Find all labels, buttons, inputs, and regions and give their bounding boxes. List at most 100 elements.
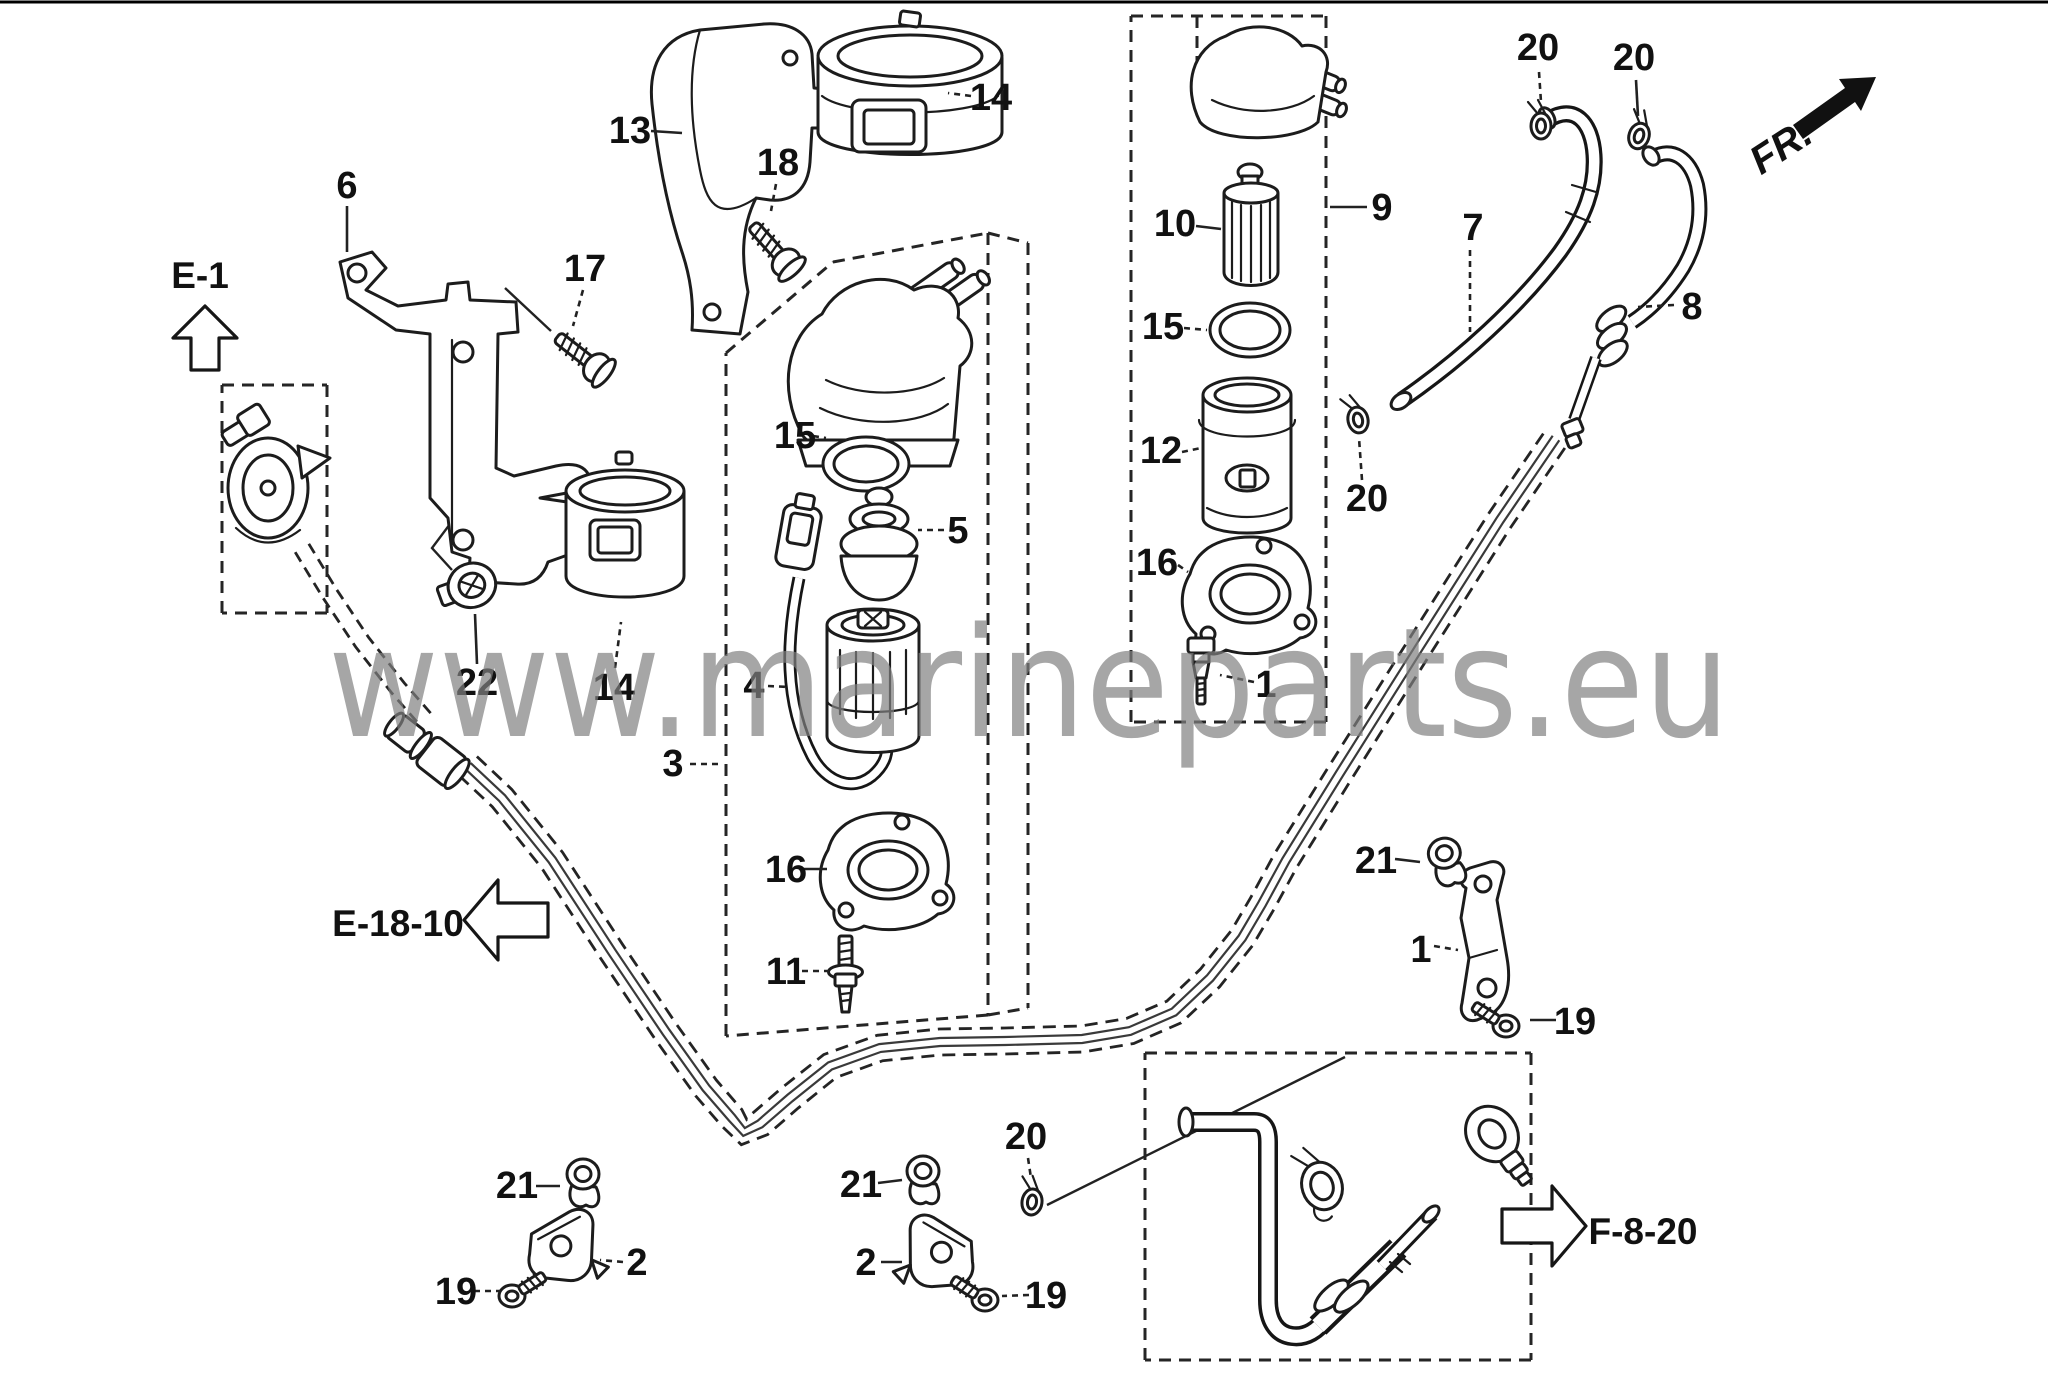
ref-arrow-E-1: E-1 (171, 255, 239, 372)
callout-label: 14 (593, 667, 635, 709)
tube-clip-21-illustration (1423, 833, 1470, 891)
callout-label: 22 (456, 662, 498, 704)
tapping-screw-19-illustration (947, 1272, 1000, 1313)
filter-canister-illustration (825, 607, 921, 754)
callout-19: 19 (1001, 1275, 1067, 1317)
filter-element-illustration (1222, 162, 1280, 287)
flange-bolt-17-illustration (545, 322, 621, 392)
callout-label: 21 (1355, 840, 1397, 882)
callout-label: 8 (1681, 286, 1702, 328)
sensor-cable-illustration (774, 492, 894, 791)
joint-rubber-left-illustration (564, 450, 686, 599)
callout-label: 5 (947, 510, 968, 552)
callout-12: 12 (1140, 430, 1202, 472)
callout-leader (1026, 1157, 1033, 1179)
callout-leader (1394, 857, 1421, 864)
tube-clip-21-illustration (905, 1154, 941, 1206)
callout-label: 18 (757, 142, 799, 184)
o-ring-right-illustration (1208, 301, 1292, 359)
callout-10: 10 (1154, 203, 1222, 245)
callout-leader (877, 1178, 903, 1185)
callout-leader (1177, 563, 1189, 574)
callout-label: 11 (766, 951, 806, 993)
fuel-pump-cover-illustration (786, 257, 991, 468)
flange-bolt-18-illustration (738, 212, 811, 287)
primer-pump-illustration (220, 402, 332, 544)
drain-joint-illustration (1186, 636, 1216, 706)
hose-clamp-20-illustration (1338, 390, 1372, 437)
ref-label: E-18-10 (332, 903, 464, 944)
reference-arrows: E-1E-18-10F-8-20 (171, 255, 1697, 1268)
callout-label: 20 (1517, 27, 1559, 69)
callout-label: 19 (435, 1271, 477, 1313)
callout-label: 2 (626, 1242, 647, 1284)
callout-leader (571, 289, 585, 327)
joint-rubber-top-illustration (816, 9, 1004, 156)
callout-label: 16 (765, 849, 807, 891)
callout-3: 3 (662, 743, 723, 785)
callout-label: 20 (1613, 37, 1655, 79)
callout-leader (1181, 446, 1202, 454)
callout-4: 4 (743, 665, 791, 707)
association-line (504, 287, 552, 332)
callout-label: 19 (1554, 1001, 1596, 1043)
callout-19: 19 (435, 1271, 500, 1313)
callout-label: 4 (743, 665, 764, 707)
callout-leader (650, 129, 683, 135)
callout-16: 16 (765, 849, 827, 891)
fuel-pump-cover-right-illustration (1189, 25, 1348, 140)
callout-21: 21 (496, 1165, 560, 1207)
fuel-line-routing (294, 429, 1568, 1147)
callout-label: 19 (1025, 1275, 1067, 1317)
joint-bolt-illustration (827, 934, 864, 1014)
screw-grommet-illustration (435, 561, 498, 610)
ref-arrow-F-8-20: F-8-20 (1500, 1184, 1697, 1268)
box-3 (724, 231, 1030, 1038)
callout-label: 1 (1410, 929, 1431, 971)
callout-label: 7 (1462, 207, 1483, 249)
callout-label: 20 (1005, 1116, 1047, 1158)
tapping-screw-19-illustration (497, 1268, 550, 1309)
callout-20: 20 (1613, 37, 1655, 117)
callout-16: 16 (1136, 542, 1189, 584)
callout-20: 20 (1346, 437, 1388, 520)
callout-leader (812, 434, 827, 440)
callout-9: 9 (1330, 187, 1393, 229)
callout-7: 7 (1462, 207, 1484, 332)
callout-5: 5 (918, 510, 969, 552)
callout-label: 13 (609, 110, 651, 152)
callout-leader (1433, 944, 1459, 952)
watermark-text: www.marineparts.eu (328, 595, 1730, 772)
hose-clamp-large-illustration (1290, 1146, 1344, 1222)
fuel-hose-7-illustration (1389, 105, 1603, 412)
callout-leader (769, 183, 778, 212)
o-ring-center-illustration (821, 435, 911, 493)
callout-13: 13 (609, 110, 683, 152)
front-direction-indicator: FR. (1742, 77, 1876, 183)
callout-8: 8 (1637, 286, 1703, 328)
ref-label: E-1 (171, 255, 229, 296)
callout-leader (1195, 224, 1222, 231)
clip-bracket-2-illustration (890, 1210, 981, 1295)
callout-20: 20 (1517, 27, 1559, 103)
callout-leader (947, 91, 972, 98)
callout-label: 1 (1255, 664, 1276, 706)
callout-21: 21 (840, 1164, 903, 1206)
callout-21: 21 (1355, 840, 1421, 882)
callout-19: 19 (1530, 1001, 1596, 1043)
callout-label: 20 (1346, 478, 1388, 520)
callout-2: 2 (855, 1242, 902, 1284)
fuel-hose-assembly-illustration (1177, 1104, 1533, 1347)
callout-20: 20 (1005, 1116, 1047, 1179)
pipe-clamp-bracket-illustration (649, 22, 838, 336)
callout-label: 21 (496, 1165, 538, 1207)
callout-leader (473, 613, 479, 665)
callout-label: 17 (564, 248, 606, 290)
fr-arrow-icon (1793, 77, 1876, 139)
callout-leader (613, 621, 623, 669)
callout-1: 1 (1410, 929, 1459, 971)
callout-15: 15 (1142, 306, 1208, 348)
callout-label: 9 (1371, 187, 1392, 229)
callout-15: 15 (774, 415, 827, 457)
